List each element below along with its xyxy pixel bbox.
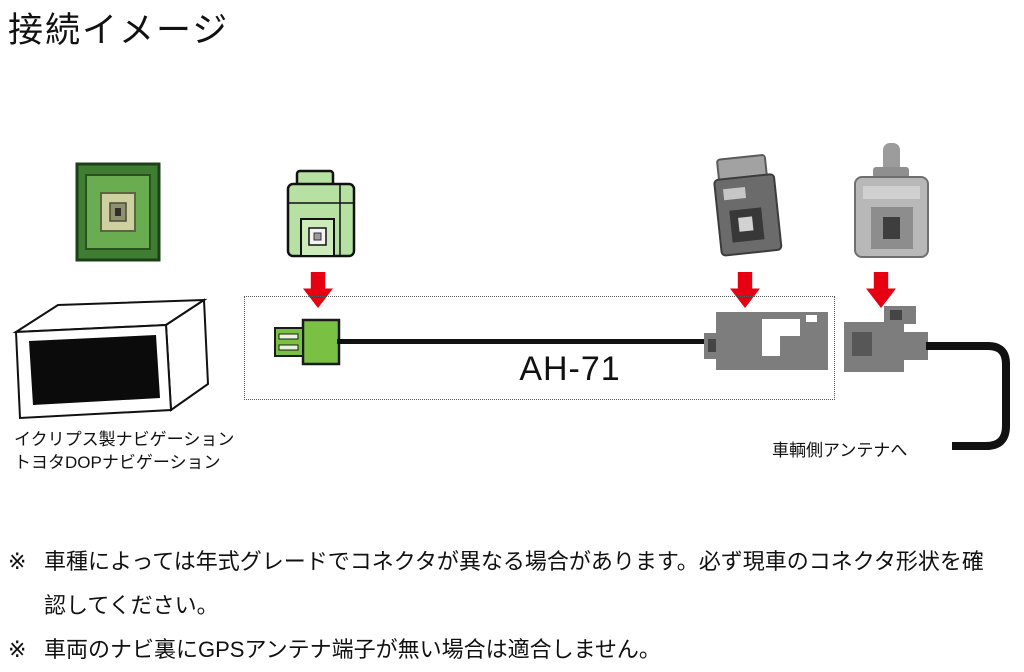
note-item: ※ 車両のナビ裏にGPSアンテナ端子が無い場合は適合しません。 <box>8 628 986 672</box>
vehicle-connector-graphic <box>844 306 928 372</box>
green-connector-photo <box>74 162 162 262</box>
vehicle-connector-schematic <box>842 304 942 379</box>
note-marker: ※ <box>8 637 27 662</box>
green-plug-illustration <box>282 167 366 263</box>
gray-connector-photo-graphic <box>713 154 783 257</box>
note-text: 車種によっては年式グレードでコネクタが異なる場合があります。必ず現車のコネクタ形… <box>44 549 984 618</box>
nav-caption-line2: トヨタDOPナビゲーション <box>14 453 221 472</box>
vehicle-cable <box>926 308 1018 456</box>
vehicle-plug-photo-graphic <box>854 143 929 258</box>
vehicle-cable-graphic <box>926 342 1010 450</box>
nav-caption: イクリプス製ナビゲーション トヨタDOPナビゲーション <box>14 428 234 474</box>
vehicle-plug-photo <box>828 143 954 265</box>
harness-dashed-box <box>244 296 835 400</box>
note-marker: ※ <box>8 549 27 574</box>
green-plug-schematic <box>270 316 360 368</box>
note-text: 車両のナビ裏にGPSアンテナ端子が無い場合は適合しません。 <box>44 637 661 662</box>
harness-cable <box>337 339 717 344</box>
green-connector-photo-graphic <box>75 162 161 262</box>
product-label: AH-71 <box>519 350 621 388</box>
note-item: ※ 車種によっては年式グレードでコネクタが異なる場合があります。必ず現車のコネク… <box>8 540 986 628</box>
down-arrow-icon <box>866 272 896 308</box>
notes-section: ※ 車種によっては年式グレードでコネクタが異なる場合があります。必ず現車のコネク… <box>8 540 986 672</box>
nav-caption-line1: イクリプス製ナビゲーション <box>14 430 235 449</box>
nav-unit-graphic <box>12 298 210 420</box>
page-title: 接続イメージ <box>8 11 230 50</box>
gray-connector-photo <box>698 149 794 265</box>
antenna-caption: 車輌側アンテナへ <box>772 441 908 460</box>
gray-plug-schematic-graphic <box>704 312 828 370</box>
gray-plug-schematic <box>704 306 834 376</box>
green-plug-graphic <box>286 169 356 258</box>
green-plug-schematic-graphic <box>274 318 341 366</box>
nav-unit-drawing <box>6 286 218 428</box>
